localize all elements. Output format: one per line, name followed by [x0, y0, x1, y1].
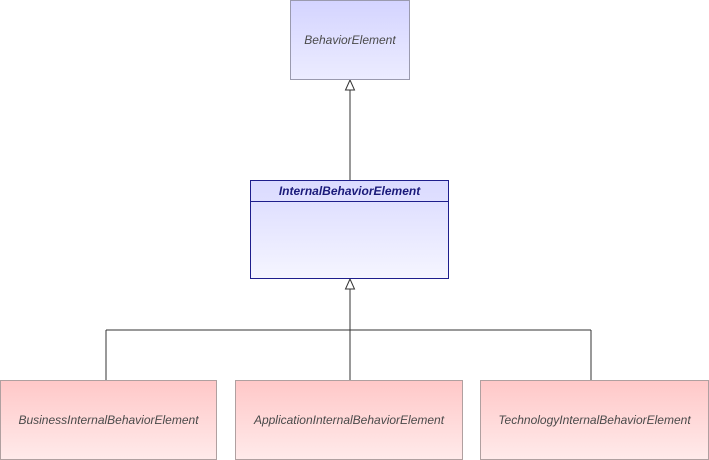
inheritance-arrow-icon	[344, 277, 356, 290]
child-class-label-business: BusinessInternalBehaviorElement	[18, 413, 199, 427]
focus-class-label: InternalBehaviorElement	[251, 181, 448, 202]
generalization-children-links	[105, 277, 592, 380]
focus-class-box[interactable]: InternalBehaviorElement	[250, 180, 449, 279]
child-class-box-technology[interactable]: TechnologyInternalBehaviorElement	[480, 380, 709, 460]
child-class-box-application[interactable]: ApplicationInternalBehaviorElement	[235, 380, 463, 460]
inheritance-arrow-icon	[344, 78, 356, 91]
parent-class-box[interactable]: BehaviorElement	[290, 0, 410, 80]
child-class-label-technology: TechnologyInternalBehaviorElement	[498, 413, 691, 427]
focus-class-body	[251, 202, 448, 279]
child-class-label-application: ApplicationInternalBehaviorElement	[253, 413, 445, 427]
parent-class-label: BehaviorElement	[304, 33, 396, 47]
generalization-parent-link	[344, 78, 356, 180]
child-class-box-business[interactable]: BusinessInternalBehaviorElement	[0, 380, 217, 460]
